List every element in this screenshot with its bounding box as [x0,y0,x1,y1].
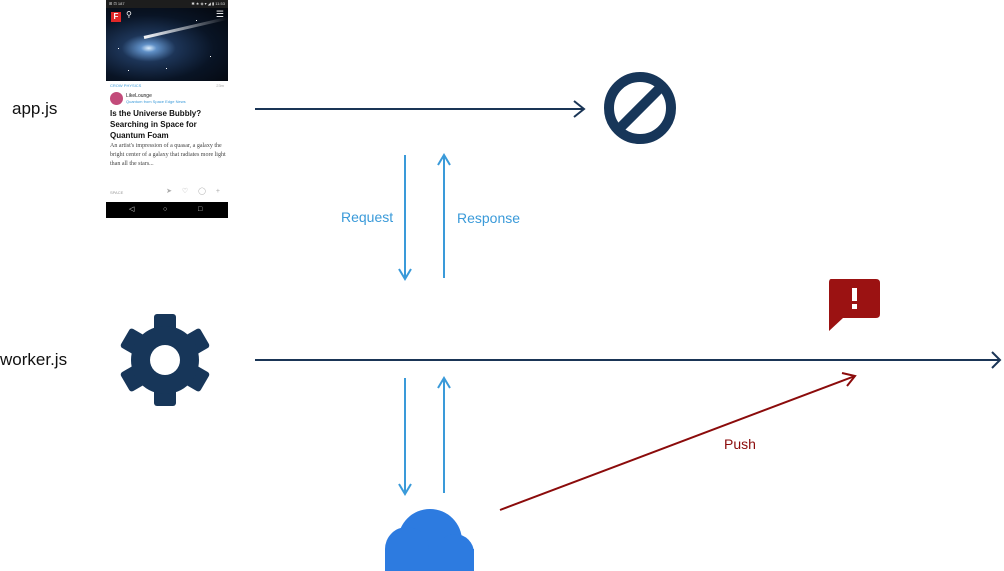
no-entry-icon [604,72,676,144]
worker-timeline-arrow [255,351,1002,369]
star [166,68,167,69]
home-icon: ○ [163,206,168,213]
worker-js-label: worker.js [0,350,68,369]
article-author: LikeLounge [126,93,152,99]
status-right: ✱ ★ ◈ ▾ ◢ ▮ 11:53 [191,1,225,6]
phone-status-bar: ⊞ ⊡ 187 ✱ ★ ◈ ▾ ◢ ▮ 11:53 [106,0,228,8]
app-timeline-arrow [255,100,586,118]
request-label: Request [341,209,394,225]
app-js-label: app.js [12,99,58,118]
response-label: Response [457,210,521,226]
article-hero-image: F ⚲ ☰ [106,8,228,81]
flipboard-logo: F [111,12,121,22]
back-icon: ◁ [129,206,135,213]
android-nav-bar: ◁ ○ □ [106,202,228,218]
push-arrow [499,372,857,511]
article-actions: ➤ ♡ ◯ + [166,188,224,195]
avatar [110,92,123,105]
star [118,48,119,49]
article-section: SPACE [110,190,124,195]
gear-icon [120,314,210,406]
menu-icon: ☰ [215,9,224,19]
article-time: 23m [216,83,224,88]
article-headline: Is the Universe Bubbly? Searching in Spa… [110,109,202,140]
comet-streak [143,16,228,39]
search-icon: ⚲ [126,10,132,19]
phone-screenshot: ⊞ ⊡ 187 ✱ ★ ◈ ▾ ◢ ▮ 11:53 F ⚲ ☰ CROW PHY… [106,0,228,218]
request-arrow-bottom [398,378,412,496]
cloud-icon [385,509,474,571]
article-topic: CROW PHYSICS [110,83,142,88]
recents-icon: □ [198,206,203,213]
push-label: Push [724,436,756,452]
alert-message-icon [829,279,880,331]
response-arrow-bottom [437,376,451,493]
article-source: Quantum from Space Edge News [126,99,186,104]
response-arrow-top [437,153,451,278]
star [128,70,129,71]
star [210,56,211,57]
request-arrow-top [398,155,412,281]
article-excerpt: An artist's impression of a quasar, a ga… [110,143,226,167]
star [196,20,197,21]
status-left: ⊞ ⊡ 187 [109,1,125,6]
